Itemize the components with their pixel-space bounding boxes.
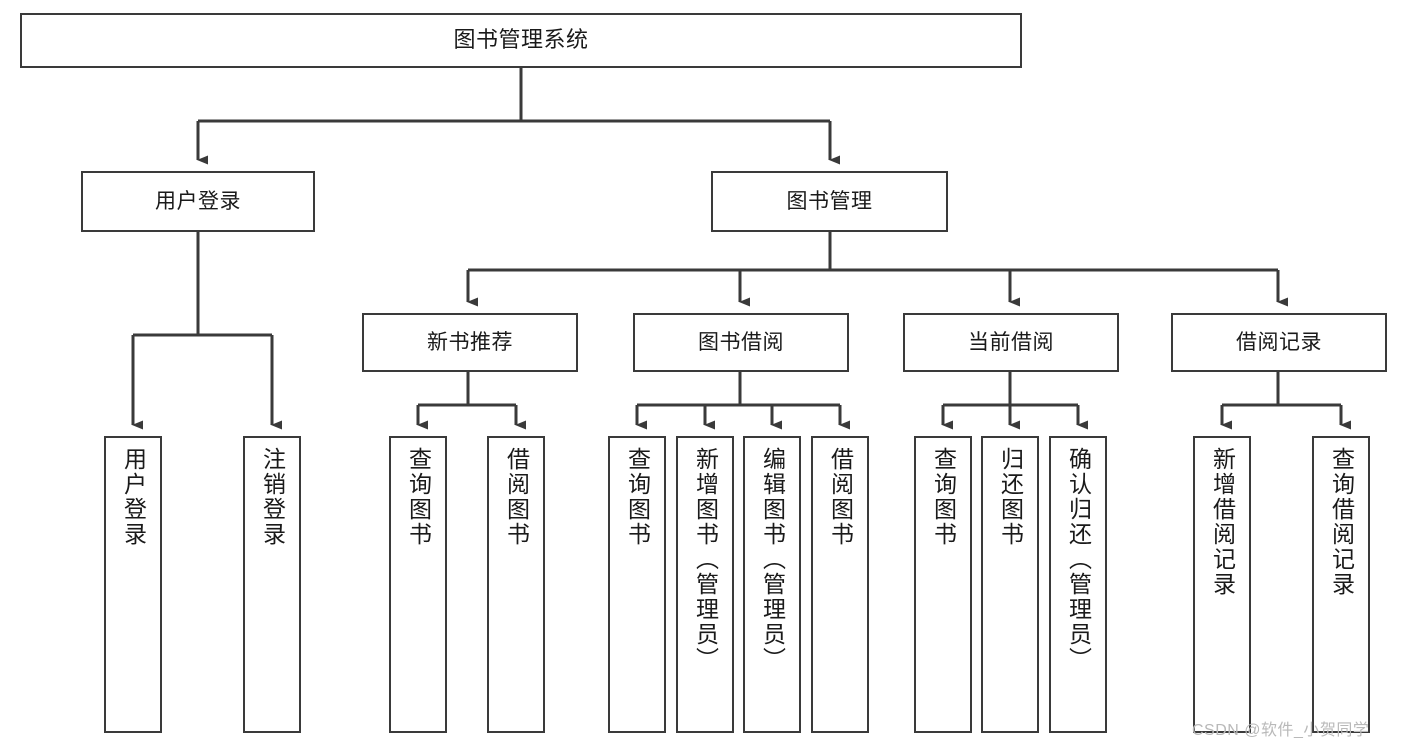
node-label: 图书借阅 — [698, 330, 784, 354]
leaf-query-borrow-record[interactable]: 查询借阅记录 — [1312, 436, 1370, 733]
leaf-confirm-return-admin[interactable]: 确认归还（管理员） — [1049, 436, 1107, 733]
node-label: 编辑图书（管理员） — [759, 447, 786, 672]
node-label: 用户登录 — [155, 189, 241, 213]
node-label: 当前借阅 — [968, 330, 1054, 354]
node-label: 注销登录 — [259, 447, 286, 547]
node-user-login[interactable]: 用户登录 — [81, 171, 315, 232]
node-label: 新增借阅记录 — [1209, 447, 1236, 597]
leaf-borrow-book[interactable]: 借阅图书 — [811, 436, 869, 733]
node-label: 归还图书 — [997, 447, 1024, 547]
node-label: 查询图书 — [405, 447, 432, 547]
node-label: 借阅图书 — [503, 447, 530, 547]
leaf-query-book-recommend[interactable]: 查询图书 — [389, 436, 447, 733]
leaf-edit-book-admin[interactable]: 编辑图书（管理员） — [743, 436, 801, 733]
leaf-add-book-admin[interactable]: 新增图书（管理员） — [676, 436, 734, 733]
node-label: 查询图书 — [930, 447, 957, 547]
leaf-return-book[interactable]: 归还图书 — [981, 436, 1039, 733]
node-current-borrow[interactable]: 当前借阅 — [903, 313, 1119, 372]
node-label: 查询图书 — [624, 447, 651, 547]
node-borrow-record[interactable]: 借阅记录 — [1171, 313, 1387, 372]
leaf-query-book-current[interactable]: 查询图书 — [914, 436, 972, 733]
leaf-query-book-borrow[interactable]: 查询图书 — [608, 436, 666, 733]
node-label: 新增图书（管理员） — [692, 447, 719, 672]
node-label: 借阅记录 — [1236, 330, 1322, 354]
leaf-borrow-book-recommend[interactable]: 借阅图书 — [487, 436, 545, 733]
node-root-system[interactable]: 图书管理系统 — [20, 13, 1022, 68]
leaf-user-logout[interactable]: 注销登录 — [243, 436, 301, 733]
leaf-user-login[interactable]: 用户登录 — [104, 436, 162, 733]
node-book-management[interactable]: 图书管理 — [711, 171, 948, 232]
node-book-borrow[interactable]: 图书借阅 — [633, 313, 849, 372]
node-label: 查询借阅记录 — [1328, 447, 1355, 597]
csdn-watermark: CSDN @软件_小贺同学 — [1192, 722, 1370, 739]
node-label: 新书推荐 — [427, 330, 513, 354]
node-label: 图书管理 — [786, 189, 873, 213]
node-label: 确认归还（管理员） — [1065, 447, 1092, 672]
node-new-book-recommend[interactable]: 新书推荐 — [362, 313, 578, 372]
node-label: 图书管理系统 — [453, 27, 589, 53]
leaf-add-borrow-record[interactable]: 新增借阅记录 — [1193, 436, 1251, 733]
node-label: 用户登录 — [120, 447, 147, 547]
node-label: 借阅图书 — [827, 447, 854, 547]
